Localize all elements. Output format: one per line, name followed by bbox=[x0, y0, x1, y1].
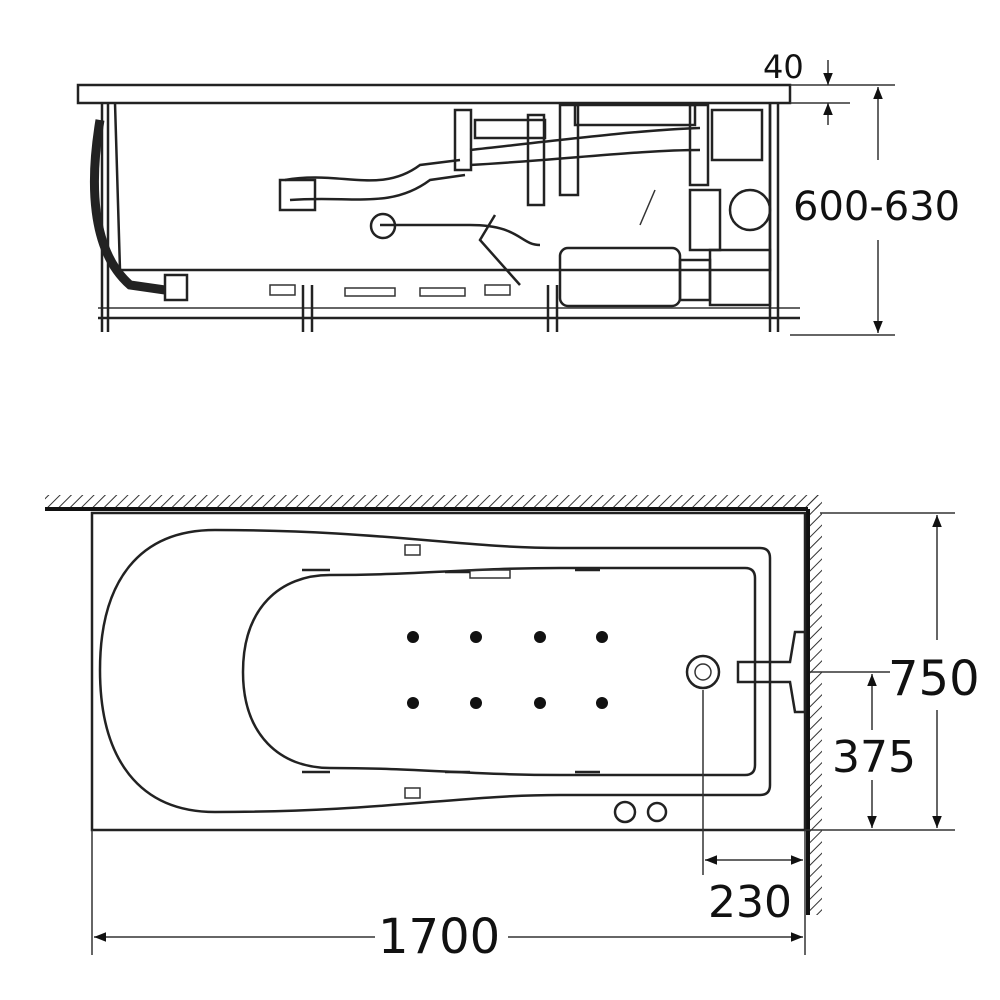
length-label: 1700 bbox=[378, 909, 500, 965]
waste-fitting bbox=[163, 273, 189, 302]
tub-basin-inner bbox=[241, 566, 757, 777]
jet-nozzle bbox=[534, 697, 546, 709]
plan-view: 750 375 230 1700 bbox=[45, 495, 980, 965]
jet-nozzles-side bbox=[269, 284, 511, 297]
dimension-drain-230: 230 bbox=[702, 690, 803, 928]
jet-nozzle bbox=[407, 631, 419, 643]
drain-offset-label: 230 bbox=[708, 877, 792, 928]
wall-hatch-right bbox=[808, 495, 822, 915]
frame-legs bbox=[100, 103, 780, 332]
dimension-width-750: 750 bbox=[805, 512, 980, 831]
control-knobs bbox=[613, 800, 668, 824]
tub-rim bbox=[76, 83, 792, 105]
jet-nozzle bbox=[596, 631, 608, 643]
tub-body bbox=[113, 102, 772, 272]
side-view: 40 600-630 bbox=[76, 48, 960, 336]
jet-nozzle bbox=[407, 697, 419, 709]
dimension-half-width-375: 375 bbox=[810, 671, 916, 828]
width-label: 750 bbox=[888, 651, 980, 707]
bottom-jets bbox=[407, 631, 608, 709]
drain bbox=[685, 654, 721, 690]
jet-nozzle bbox=[470, 631, 482, 643]
jet-nozzle bbox=[470, 697, 482, 709]
jet-nozzle bbox=[534, 631, 546, 643]
wall-hatch-top bbox=[45, 495, 820, 509]
tub-basin-outer bbox=[98, 528, 772, 814]
jet-nozzle bbox=[596, 697, 608, 709]
dimension-rim-40: 40 bbox=[763, 48, 850, 125]
drain-hose bbox=[89, 119, 166, 295]
side-jets bbox=[302, 544, 600, 799]
tub-outline bbox=[90, 511, 807, 832]
dimension-length-1700: 1700 bbox=[91, 830, 806, 965]
rim-thickness-label: 40 bbox=[763, 48, 804, 86]
piping bbox=[278, 103, 772, 308]
height-label: 600-630 bbox=[793, 184, 960, 230]
half-width-label: 375 bbox=[832, 732, 916, 783]
overflow-spout bbox=[736, 630, 807, 714]
dimension-height: 600-630 bbox=[790, 84, 960, 336]
